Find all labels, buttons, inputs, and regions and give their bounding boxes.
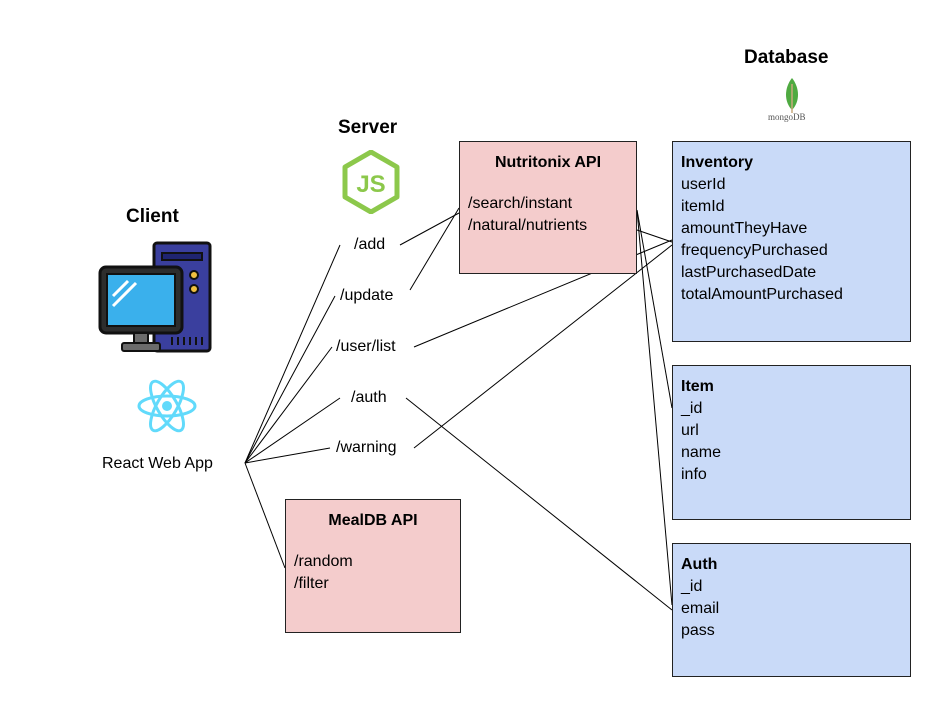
table-field: email: [681, 600, 720, 617]
mongodb-leaf-icon: [786, 78, 798, 113]
edge-nutritionix-auth: [636, 209, 673, 606]
table-field: info: [681, 466, 707, 483]
table-field: _id: [681, 578, 703, 595]
item-table: Item _id url name info: [672, 365, 911, 520]
edge-add-nutritionix: [399, 212, 460, 246]
nutritionix-endpoint: /natural/nutrients: [468, 217, 588, 234]
inventory-table: Inventory userId itemId amountTheyHave f…: [672, 141, 911, 342]
mealdb-endpoint: /random: [294, 553, 353, 570]
svg-text:JS: JS: [356, 171, 385, 198]
route-add: /add: [352, 236, 388, 254]
database-heading: Database: [744, 47, 829, 68]
table-field: _id: [681, 400, 703, 417]
table-field: pass: [681, 622, 715, 639]
nodejs-icon: JS: [342, 150, 400, 214]
mongodb-logo-text: mongoDB: [768, 112, 806, 122]
edge-app-add: [244, 244, 341, 464]
react-web-app-label: React Web App: [102, 455, 213, 472]
table-field: frequencyPurchased: [681, 242, 828, 259]
route-user-list: /user/list: [334, 338, 398, 356]
edge-auth-authtable: [405, 397, 673, 611]
route-auth: /auth: [349, 389, 389, 407]
table-field: lastPurchasedDate: [681, 264, 817, 281]
table-field: itemId: [681, 198, 725, 215]
table-field: totalAmountPurchased: [681, 286, 843, 303]
route-update: /update: [338, 287, 396, 305]
edge-app-userlist: [244, 346, 333, 464]
edge-app-update: [244, 295, 336, 464]
edge-app-auth: [244, 397, 341, 464]
table-field: url: [681, 422, 699, 439]
server-heading: Server: [338, 117, 398, 138]
edge-warning-inventory: [413, 244, 673, 449]
table-field: userId: [681, 176, 726, 193]
table-title: Auth: [681, 556, 718, 573]
mealdb-api-title: MealDB API: [328, 512, 418, 529]
nutritionix-api-title: Nutritonix API: [494, 154, 602, 171]
nutritionix-api-box: Nutritonix API /search/instant /natural/…: [459, 141, 637, 274]
auth-table: Auth _id email pass: [672, 543, 911, 677]
react-icon: [137, 379, 197, 433]
table-title: Inventory: [681, 154, 754, 171]
client-heading: Client: [126, 206, 179, 227]
edge-app-mealdb: [244, 462, 286, 569]
edge-app-warning: [244, 447, 331, 464]
edge-update-nutritionix: [409, 207, 460, 291]
table-title: Item: [681, 378, 714, 395]
computer-icon: [98, 241, 212, 353]
table-field: amountTheyHave: [681, 220, 808, 237]
route-warning: /warning: [334, 439, 399, 457]
edge-nutritionix-item: [636, 209, 673, 409]
table-field: name: [681, 444, 722, 461]
mealdb-endpoint: /filter: [294, 575, 329, 592]
edge-nutritionix-inventory: [636, 229, 673, 243]
nutritionix-endpoint: /search/instant: [468, 195, 573, 212]
mealdb-api-box: MealDB API /random /filter: [285, 499, 461, 633]
